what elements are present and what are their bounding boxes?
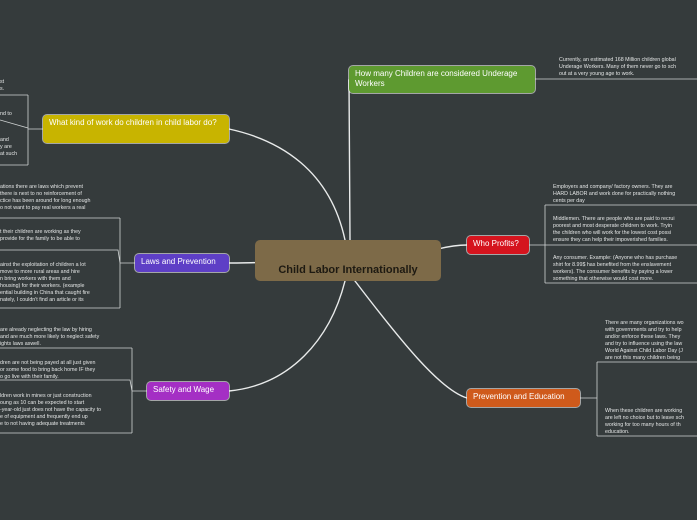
- note-work-3: and y are at such: [0, 137, 18, 157]
- link-work-notes: [0, 94, 43, 166]
- note-safety-3: ldren work in mines or just construction…: [0, 393, 101, 427]
- branch-howmany-label: How many Children are considered Underag…: [355, 69, 518, 88]
- central-topic-label: Child Labor Internationally: [278, 264, 418, 276]
- note-work-1: st s.: [0, 79, 5, 92]
- branch-profits[interactable]: Who Profits?: [467, 236, 529, 254]
- note-profits-3: Any consumer. Example: (Anyone who has p…: [553, 255, 678, 282]
- central-topic[interactable]: Child Labor Internationally: [255, 240, 441, 281]
- note-laws-1: ations there are laws which prevent ther…: [0, 184, 91, 211]
- link-center-prevention: [354, 280, 468, 399]
- link-center-howmany: [348, 79, 351, 241]
- note-howmany-1: Currently, an estimated 168 Million chil…: [559, 57, 677, 77]
- branch-profits-label: Who Profits?: [473, 239, 519, 248]
- branch-howmany[interactable]: How many Children are considered Underag…: [349, 66, 535, 93]
- note-work-2: nd to: [0, 111, 12, 117]
- branch-prevention[interactable]: Prevention and Education: [467, 389, 580, 407]
- link-safety-notes: [0, 347, 147, 434]
- note-prevention-2: When these children are working are left…: [605, 408, 684, 435]
- note-safety-1: are already neglecting the law by hiring…: [0, 327, 100, 347]
- link-profits-notes: [529, 204, 697, 284]
- note-profits-1: Employers and company/ factory owners. T…: [553, 184, 676, 204]
- branch-work[interactable]: What kind of work do children in child l…: [43, 115, 229, 143]
- link-center-work: [228, 128, 346, 241]
- branch-safety-label: Safety and Wage: [153, 385, 215, 394]
- branch-laws-label: Laws and Prevention: [141, 257, 216, 266]
- branch-prevention-label: Prevention and Education: [473, 392, 565, 401]
- link-center-safety: [228, 280, 346, 392]
- note-prevention-1: There are many organizations wo with gov…: [605, 320, 684, 361]
- branch-safety[interactable]: Safety and Wage: [147, 382, 229, 400]
- link-laws-notes: [0, 217, 135, 309]
- branch-work-label: What kind of work do children in child l…: [49, 118, 217, 127]
- note-laws-2: t their children are working as they pro…: [0, 229, 81, 242]
- note-laws-3: ainst the exploitation of children a lot…: [0, 262, 90, 303]
- note-profits-2: Middlemen. There are people who are paid…: [553, 216, 675, 243]
- link-prevention-notes: [580, 361, 697, 437]
- note-safety-2: dren are not being payed at all just giv…: [0, 360, 96, 380]
- branch-laws[interactable]: Laws and Prevention: [135, 254, 229, 272]
